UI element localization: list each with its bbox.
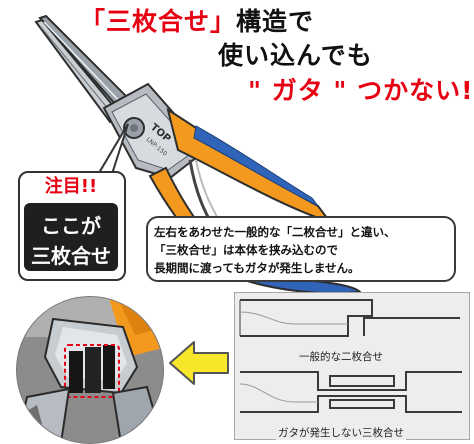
callout-attention: 注目!! bbox=[44, 176, 98, 197]
headline-line-3: " ガタ " つかない! bbox=[248, 76, 474, 105]
callout-line-2: 三枚合せ bbox=[31, 244, 111, 268]
headline-line-1-rest: 構造で bbox=[236, 7, 315, 36]
info-line-1: 左右をあわせた一般的な「二枚合せ」と違い、 bbox=[154, 225, 396, 239]
two-piece-cross-section bbox=[239, 299, 460, 337]
closeup-photo bbox=[16, 296, 164, 444]
cross-section-drawing bbox=[239, 299, 462, 413]
headline-line-1: 「三枚合せ」構造で bbox=[80, 9, 314, 34]
pliers-joint: TOP LNP-150 bbox=[102, 82, 208, 180]
callout-line-1: ここが bbox=[41, 214, 101, 238]
label-three-piece: ガタが発生しない三枚合せ bbox=[276, 425, 406, 440]
headline-line-2: 使い込んでも bbox=[218, 41, 373, 70]
closeup-photo-drawing bbox=[17, 297, 163, 443]
info-line-3: 長期間に渡ってもガタが発生しません。 bbox=[154, 261, 360, 275]
info-text-box bbox=[146, 216, 456, 282]
headline-quoted-term: 「三枚合せ」 bbox=[80, 7, 237, 36]
callout-dark-panel bbox=[24, 203, 118, 271]
label-two-piece: 一般的な二枚合せ bbox=[297, 349, 385, 364]
pointer-arrow bbox=[169, 341, 229, 385]
three-piece-cross-section bbox=[239, 371, 462, 413]
callout-pointer bbox=[93, 123, 129, 180]
pliers-upper-handle bbox=[166, 107, 333, 224]
pliers-jaws bbox=[34, 14, 134, 124]
info-line-2: 「三枚合せ」は本体を挟み込むので bbox=[154, 243, 338, 257]
